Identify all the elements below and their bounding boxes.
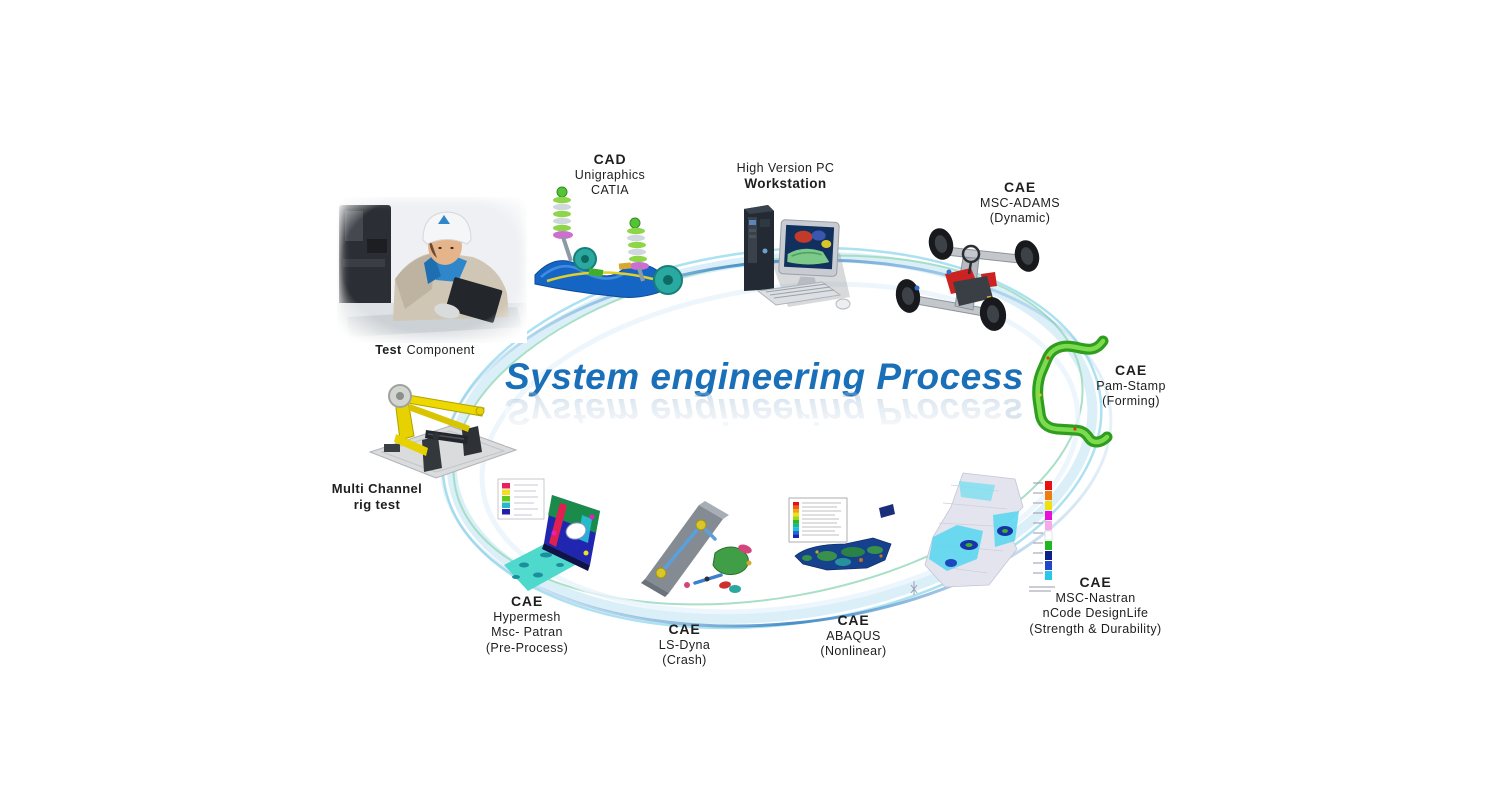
label-rig-test: Multi Channel rig test — [301, 481, 453, 513]
label-test-bold: Test — [375, 343, 402, 357]
mesh-fea-contour — [497, 478, 600, 591]
label-lsdyna-line3: (Crash) — [662, 653, 707, 668]
label-hypermesh-line4: (Pre-Process) — [485, 640, 569, 655]
label-abaqus-title: CAE — [837, 612, 870, 628]
label-hypermesh-line3: Msc- Patran — [491, 625, 563, 640]
label-cad: CAD Unigraphics CATIA — [530, 151, 690, 199]
suspension-cad-model — [534, 186, 683, 298]
label-cad-title: CAD — [593, 151, 627, 167]
crash-simulation-image — [641, 501, 752, 597]
label-cad-line3: CATIA — [591, 183, 629, 198]
label-lsdyna-line2: LS-Dyna — [658, 638, 711, 653]
label-nastran-title: CAE — [1079, 574, 1112, 590]
label-adams: CAE MSC-ADAMS (Dynamic) — [935, 179, 1105, 227]
strength-fea-contour — [910, 472, 1055, 595]
label-nastran-line4: (Strength & Durability) — [1029, 621, 1162, 636]
label-hypermesh: CAE Hypermesh Msc- Patran (Pre-Process) — [452, 593, 602, 656]
label-abaqus-line3: (Nonlinear) — [820, 644, 887, 659]
reflection-fade-overlay — [505, 400, 1005, 446]
label-test-component: Test Component — [325, 343, 525, 358]
label-nastran: CAE MSC-Nastran nCode DesignLife (Streng… — [1003, 574, 1188, 637]
label-rig-line2: rig test — [353, 496, 401, 512]
label-pamstamp: CAE Pam-Stamp (Forming) — [1071, 362, 1191, 410]
label-workstation-line2: Workstation — [744, 176, 827, 192]
label-cad-line2: Unigraphics — [574, 168, 646, 183]
pc-workstation-image — [744, 205, 851, 310]
label-abaqus-line2: ABAQUS — [826, 629, 881, 644]
label-nastran-line3: nCode DesignLife — [1042, 606, 1149, 621]
label-hypermesh-title: CAE — [511, 593, 543, 609]
formed-tube-part — [1032, 335, 1113, 448]
label-workstation-line1: High Version PC — [736, 161, 835, 175]
label-workstation: High Version PC Workstation — [703, 161, 868, 193]
label-adams-line2: MSC-ADAMS — [980, 196, 1060, 211]
label-adams-title: CAE — [1004, 179, 1036, 195]
diagram-title-block: System engineering Process System engine… — [505, 356, 1024, 446]
label-rig-line1: Multi Channel — [331, 481, 423, 496]
label-test-normal: Component — [406, 343, 475, 357]
inspection-worker-photo — [337, 197, 527, 343]
label-adams-line3: (Dynamic) — [989, 211, 1051, 226]
multi-channel-test-rig — [368, 384, 518, 479]
label-lsdyna-title: CAE — [668, 621, 701, 637]
label-nastran-line2: MSC-Nastran — [1055, 591, 1136, 606]
label-pamstamp-line2: Pam-Stamp — [1096, 379, 1166, 394]
label-lsdyna: CAE LS-Dyna (Crash) — [622, 621, 747, 669]
label-pamstamp-title: CAE — [1115, 362, 1147, 378]
label-pamstamp-line3: (Forming) — [1102, 394, 1160, 409]
diagram-title: System engineering Process — [505, 356, 1024, 397]
nonlinear-fea-contour — [788, 497, 895, 571]
vehicle-dynamics-model — [895, 228, 1040, 331]
label-hypermesh-line2: Hypermesh — [493, 610, 561, 625]
label-abaqus: CAE ABAQUS (Nonlinear) — [791, 612, 916, 660]
